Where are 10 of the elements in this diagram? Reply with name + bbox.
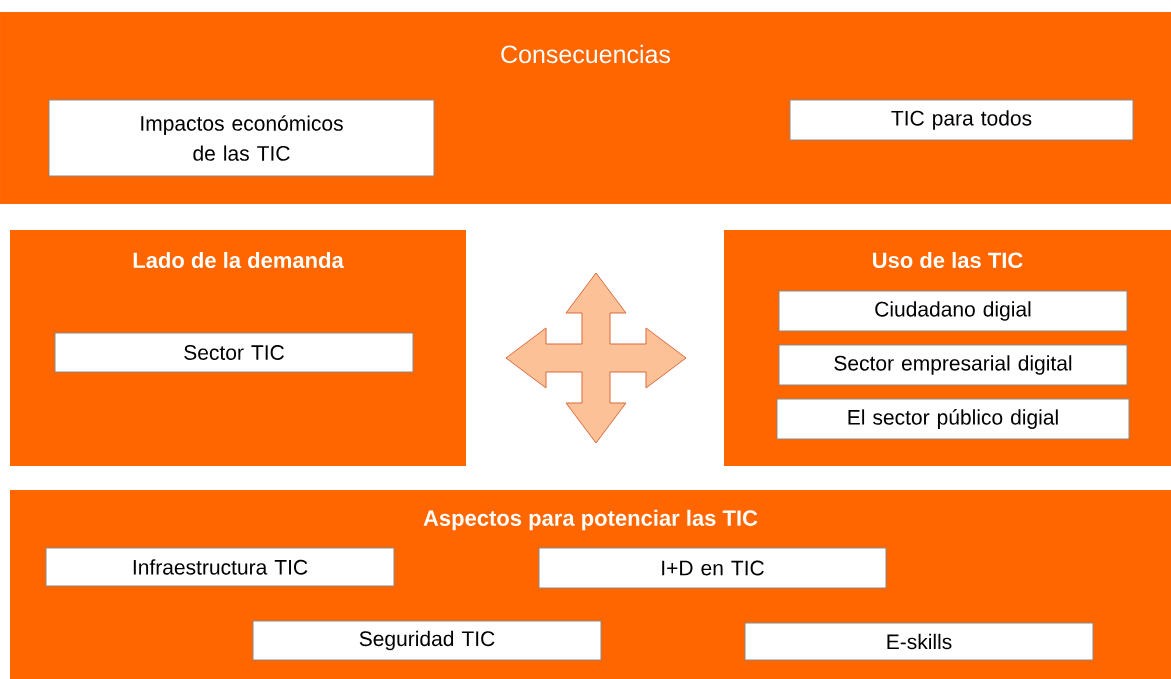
text-box: E-skills: [744, 622, 1094, 661]
text-box: Sector TIC: [54, 332, 414, 373]
text-box: TIC para todos: [789, 99, 1134, 141]
text-box: Seguridad TIC: [252, 620, 602, 661]
text-box: Infraestructura TIC: [45, 547, 395, 587]
text-box: El sector público digial: [776, 398, 1130, 440]
text-box: Ciudadano digial: [778, 290, 1128, 332]
text-box: I+D en TIC: [538, 547, 887, 589]
text-box: Sector empresarial digital: [778, 344, 1128, 386]
text-box: Impactos económicos de las TIC: [48, 99, 435, 177]
